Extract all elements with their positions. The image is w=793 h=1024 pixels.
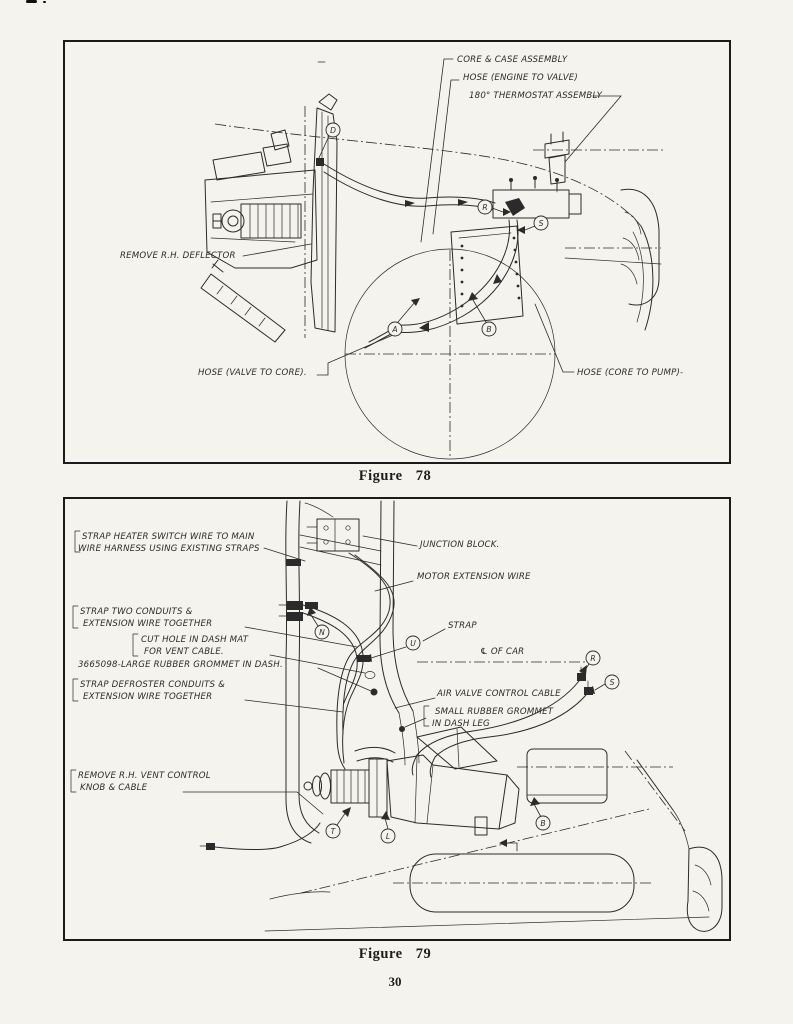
- callout-marker-u: U: [405, 635, 421, 651]
- underbody-outline: [264, 750, 723, 932]
- callout-marker-b: B: [481, 321, 497, 337]
- svg-text:A: A: [391, 325, 397, 334]
- svg-text:L: L: [386, 832, 390, 841]
- svg-text:N: N: [319, 628, 325, 637]
- svg-text:R: R: [482, 203, 487, 212]
- junction-block-drawing: [304, 502, 360, 552]
- svg-text:R: R: [590, 654, 595, 663]
- engine-drawing: [204, 61, 338, 338]
- label-remove-vent-control-1: REMOVE R.H. VENT CONTROL: [78, 771, 211, 781]
- callout-marker-s: S: [533, 215, 549, 231]
- label-hose-valve-to-core: HOSE (VALVE TO CORE).: [198, 368, 307, 378]
- svg-text:D: D: [330, 126, 336, 135]
- heater-hoses: [323, 163, 519, 349]
- label-junction-block: JUNCTION BLOCK.: [418, 540, 500, 550]
- heater-assembly: [199, 726, 673, 851]
- svg-text:S: S: [610, 678, 615, 687]
- callout-marker-r: R: [585, 650, 601, 666]
- label-strap-defroster-2: EXTENSION WIRE TOGETHER: [83, 692, 212, 702]
- dash-pillar: [285, 500, 420, 844]
- figure-78-drawing: CORE & CASE ASSEMBLY HOSE (ENGINE TO VAL…: [120, 55, 683, 460]
- callout-marker-t: T: [325, 823, 341, 839]
- callout-marker-r: R: [477, 199, 493, 215]
- scan-smudge: [26, 0, 37, 3]
- svg-text:U: U: [410, 639, 416, 648]
- label-hose-core-to-pump: HOSE (CORE TO PUMP)-: [577, 368, 683, 378]
- svg-text:B: B: [540, 819, 545, 828]
- leader-lines-78: [242, 58, 622, 376]
- leader-lines-79: [70, 530, 606, 830]
- label-small-rubber-grommet-2: IN DASH LEG: [432, 719, 490, 729]
- svg-text:S: S: [539, 219, 544, 228]
- valve-thermostat-drawing: [492, 131, 582, 219]
- figure-78-caption: Figure 78: [358, 468, 432, 484]
- label-thermostat-assembly: 180° THERMOSTAT ASSEMBLY: [469, 91, 603, 101]
- label-core-case-assembly: CORE & CASE ASSEMBLY: [457, 55, 568, 65]
- callout-marker-l: L: [380, 828, 396, 844]
- car-body-outline: [214, 123, 663, 331]
- svg-text:B: B: [486, 325, 491, 334]
- figure-79-drawing: STRAP HEATER SWITCH WIRE TO MAIN WIRE HA…: [70, 500, 723, 932]
- label-motor-extension-wire: MOTOR EXTENSION WIRE: [417, 572, 531, 582]
- page-number: 30: [388, 974, 402, 989]
- label-strap-two-conduits-1: STRAP TWO CONDUITS &: [80, 607, 193, 617]
- callout-marker-s: S: [604, 674, 620, 690]
- wires-and-conduits: [278, 552, 395, 770]
- label-air-valve-control-cable: AIR VALVE CONTROL CABLE: [436, 689, 561, 699]
- label-remove-rh-deflector: REMOVE R.H. DEFLECTOR: [120, 251, 236, 261]
- label-strap-defroster-1: STRAP DEFROSTER CONDUITS &: [80, 680, 225, 690]
- firewall-panel: [450, 225, 524, 325]
- figure-78-frame: CORE & CASE ASSEMBLY HOSE (ENGINE TO VAL…: [63, 40, 731, 464]
- label-strap-two-conduits-2: EXTENSION WIRE TOGETHER: [83, 619, 212, 629]
- label-large-rubber-grommet: 3665098-LARGE RUBBER GROMMET IN DASH.: [78, 660, 283, 670]
- label-centerline-of-car: ℄ OF CAR: [480, 647, 524, 657]
- label-strap-heater-switch-1: STRAP HEATER SWITCH WIRE TO MAIN: [82, 532, 255, 542]
- callout-marker-d: D: [325, 122, 341, 138]
- label-hose-engine-to-valve: HOSE (ENGINE TO VALVE): [463, 73, 578, 83]
- label-strap: STRAP: [448, 621, 477, 631]
- label-small-rubber-grommet-1: SMALL RUBBER GROMMET: [435, 707, 554, 717]
- figure-79-frame: STRAP HEATER SWITCH WIRE TO MAIN WIRE HA…: [63, 497, 731, 941]
- callout-marker-n: N: [314, 624, 330, 640]
- label-strap-heater-switch-2: WIRE HARNESS USING EXISTING STRAPS: [78, 544, 260, 554]
- deflector-drawing: [200, 259, 286, 343]
- svg-text:T: T: [331, 827, 337, 836]
- label-cut-hole-2: FOR VENT CABLE.: [144, 647, 224, 657]
- wheel-outline: [344, 248, 556, 460]
- scan-smudge: [43, 1, 46, 3]
- label-cut-hole-1: CUT HOLE IN DASH MAT: [141, 635, 249, 645]
- figure-79-caption: Figure 79: [358, 946, 432, 962]
- callout-marker-a: A: [387, 321, 403, 337]
- callout-marker-b: B: [535, 815, 551, 831]
- label-remove-vent-control-2: KNOB & CABLE: [80, 783, 148, 793]
